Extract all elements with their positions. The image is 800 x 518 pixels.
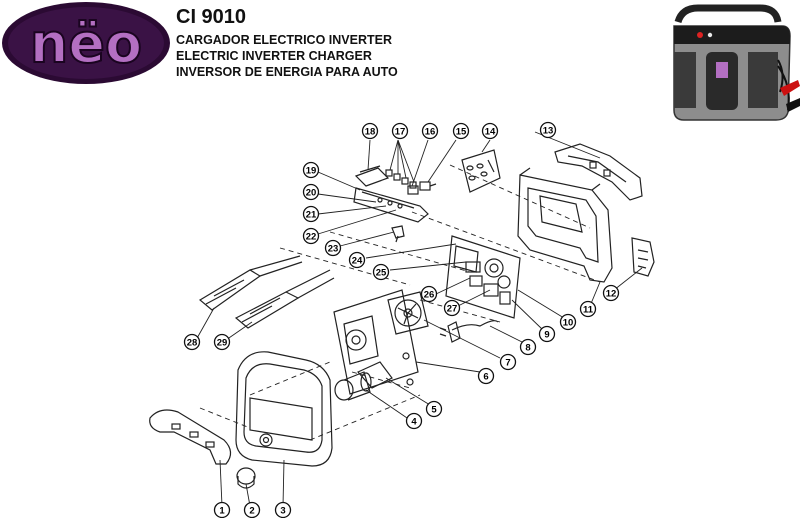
callout-label-8: 8 (525, 342, 530, 353)
callout-circle-26 (420, 285, 438, 303)
part-29-clamp (234, 269, 335, 329)
callout-circle-15 (452, 122, 470, 140)
part-4-knob-shaft (334, 371, 372, 401)
part-26-27-components (465, 261, 511, 289)
callout-circle-9 (538, 325, 556, 343)
callout-label-23: 23 (328, 243, 339, 254)
callout-label-27: 27 (447, 303, 458, 314)
callout-label-6: 6 (483, 371, 488, 382)
callout-circle-5 (425, 400, 443, 418)
product-photo (673, 4, 800, 121)
title-line-es: CARGADOR ELECTRICO INVERTER (176, 33, 392, 47)
title-line-pt: INVERSOR DE ENERGIA PARA AUTO (176, 65, 398, 79)
part-12-end-cap (631, 237, 655, 277)
callout-label-20: 20 (306, 187, 317, 198)
callout-label-15: 15 (456, 126, 467, 137)
leader-lines (195, 131, 643, 507)
callout-circle-12 (602, 284, 620, 302)
callout-circle-29 (213, 333, 231, 351)
callout-circle-8 (519, 338, 537, 356)
callout-circle-19 (302, 161, 320, 179)
part-1-front-handle (149, 409, 232, 465)
callout-label-5: 5 (431, 404, 437, 415)
part-8-9-cord (439, 320, 499, 343)
callout-label-1: 1 (219, 505, 225, 516)
callout-circle-23 (324, 239, 342, 257)
photo-panel (706, 52, 738, 110)
callout-circle-11 (579, 300, 597, 318)
callout-circle-13 (539, 121, 557, 139)
callout-circle-17 (391, 122, 409, 140)
title-block: CI 9010 CARGADOR ELECTRICO INVERTER ELEC… (176, 6, 398, 80)
red-clamp (780, 80, 800, 96)
callout-label-21: 21 (306, 209, 317, 220)
callout-label-14: 14 (485, 126, 496, 137)
neo-logo: nëo (2, 2, 170, 84)
black-clamp (786, 98, 800, 112)
part-17-switch-contacts (385, 169, 417, 189)
part-3-front-housing (235, 351, 333, 467)
callout-circle-22 (302, 227, 320, 245)
callout-label-2: 2 (249, 505, 254, 516)
part-15-connector (419, 181, 437, 191)
callout-label-4: 4 (411, 416, 417, 427)
callout-label-25: 25 (376, 267, 387, 278)
callout-label-13: 13 (543, 125, 554, 136)
callout-circle-27 (443, 299, 461, 317)
callout-circle-16 (421, 122, 439, 140)
part-16-fuse (407, 185, 419, 195)
callout-label-29: 29 (217, 337, 228, 348)
callout-circle-4 (405, 412, 423, 430)
part-23-screw (391, 225, 405, 243)
callout-label-16: 16 (425, 126, 436, 137)
callout-label-19: 19 (306, 165, 317, 176)
callout-label-28: 28 (187, 337, 198, 348)
part-13-handle (554, 143, 643, 201)
photo-handle (674, 4, 782, 24)
callout-circle-6 (477, 367, 495, 385)
part-11-rear-housing (517, 167, 613, 283)
callout-label-9: 9 (544, 329, 549, 340)
callout-label-11: 11 (583, 304, 594, 315)
callout-circle-20 (302, 183, 320, 201)
callout-label-7: 7 (505, 357, 510, 368)
assembly-lines (199, 164, 601, 441)
callout-circle-24 (348, 251, 366, 269)
callout-label-12: 12 (606, 288, 617, 299)
callout-circle-10 (559, 313, 577, 331)
callout-label-18: 18 (365, 126, 376, 137)
callout-circle-14 (481, 122, 499, 140)
callout-circle-25 (372, 263, 390, 281)
title-line-en: ELECTRIC INVERTER CHARGER (176, 49, 372, 63)
model-title: CI 9010 (176, 6, 247, 28)
part-19-control-strip (353, 187, 429, 223)
callout-label-26: 26 (424, 289, 435, 300)
part-6-chassis-plate (333, 289, 419, 395)
callout-circle-28 (183, 333, 201, 351)
callout-label-10: 10 (563, 317, 574, 328)
callout-label-17: 17 (395, 126, 406, 137)
callout-circle-18 (361, 122, 379, 140)
callout-label-24: 24 (352, 255, 363, 266)
logo-text: nëo (30, 12, 142, 75)
callout-label-3: 3 (280, 505, 285, 516)
callout-circle-7 (499, 353, 517, 371)
callout-circle-21 (302, 205, 320, 223)
part-28-clamp (198, 255, 303, 311)
part-18-top-panel (354, 165, 390, 187)
callout-label-22: 22 (306, 231, 317, 242)
part-14-vent (461, 149, 501, 193)
part-7-fan (387, 291, 429, 335)
